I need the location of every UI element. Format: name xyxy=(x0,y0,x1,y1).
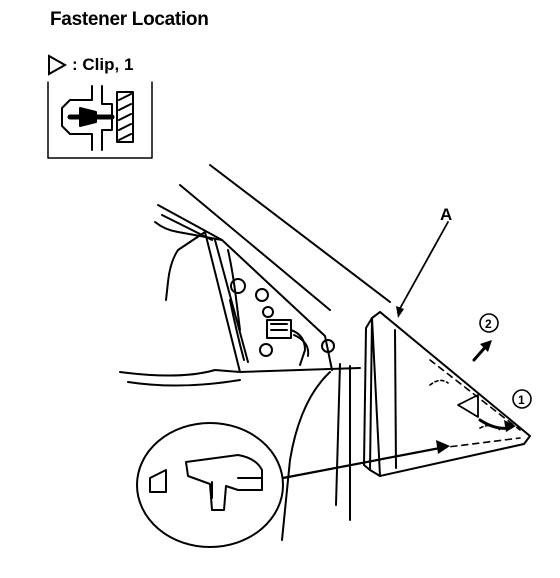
door-frame xyxy=(119,231,361,541)
clip-magnifier xyxy=(136,422,521,548)
a-pillar xyxy=(154,164,391,311)
triangle-icon xyxy=(48,54,68,76)
part-a-garnish xyxy=(363,311,531,477)
page-title: Fastener Location xyxy=(50,9,209,30)
legend: : Clip, 1 xyxy=(46,54,133,76)
callout-step-1: 1 xyxy=(518,393,525,407)
legend-text: : Clip, 1 xyxy=(72,55,134,74)
callout-step-2: 2 xyxy=(485,317,492,331)
callout-a: A xyxy=(440,205,452,224)
clip-detail-inset xyxy=(47,81,153,159)
